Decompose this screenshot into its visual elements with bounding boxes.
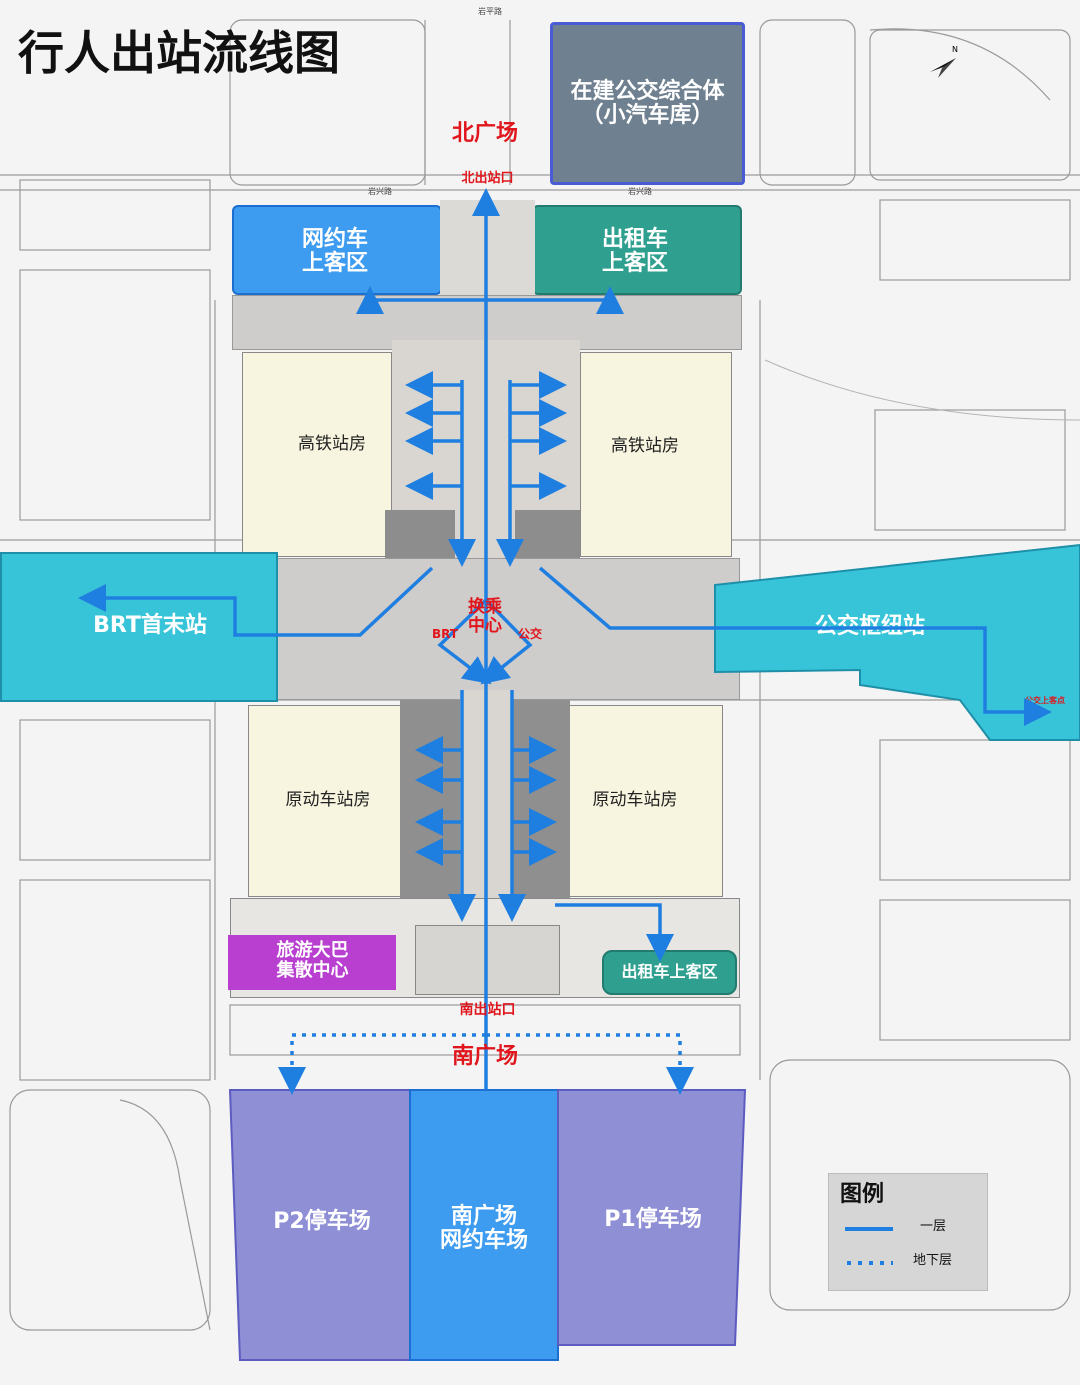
- legend-dotted-label: 地下层: [912, 1253, 952, 1268]
- legend-dotted-line-icon: [847, 1261, 893, 1265]
- road-label-top: 岩平路: [478, 7, 502, 16]
- hsr-station-west-zone: [242, 352, 392, 557]
- legend-title: 图例: [840, 1182, 885, 1207]
- road-label-right: 岩兴路: [628, 187, 652, 196]
- brt-tag: BRT: [431, 627, 459, 641]
- hsr-east-wing: [515, 510, 580, 560]
- bus-tag: 公交: [517, 627, 542, 641]
- emu-station-east-label: 原动车站房: [592, 790, 678, 810]
- north-exit-label: 北出站口: [461, 171, 514, 186]
- transfer-center-label: 换乘 中心: [468, 597, 502, 636]
- svg-text:N: N: [952, 45, 958, 54]
- legend-solid-label: 一层: [919, 1219, 946, 1234]
- south-plaza-label: 南广场: [451, 1044, 518, 1069]
- south-exit-label: 南出站口: [459, 1002, 516, 1018]
- legend-box: [828, 1173, 988, 1291]
- hsr-west-wing: [385, 510, 455, 560]
- taxi-pickup-north-label: 出租车 上客区: [601, 227, 668, 277]
- hsr-station-east-label: 高铁站房: [611, 436, 679, 456]
- road-label-left: 岩兴路: [368, 187, 392, 196]
- ride-hailing-pickup-label: 网约车 上客区: [301, 227, 368, 277]
- emu-station-west-label: 原动车站房: [285, 790, 371, 810]
- taxi-pickup-south-label: 出租车上客区: [621, 962, 718, 981]
- north-plaza-label: 北广场: [451, 121, 518, 146]
- emu-station-west-zone: [248, 705, 423, 897]
- hsr-station-east-zone: [580, 352, 732, 557]
- compass-icon: N: [930, 45, 958, 78]
- emu-station-east-zone: [555, 705, 723, 897]
- tour-bus-center-zone: [228, 935, 396, 990]
- page-title: 行人出站流线图: [18, 26, 340, 80]
- ride-hailing-pickup-zone: [232, 205, 442, 295]
- p2-parking-label: P2停车场: [273, 1209, 371, 1234]
- south-ride-hailing-parking-label: 南广场 网约车场: [439, 1204, 528, 1254]
- bus-complex-label: 在建公交综合体 （小汽车库）: [570, 79, 725, 129]
- tour-bus-center-label: 旅游大巴 集散中心: [276, 940, 349, 981]
- brt-terminal-label: BRT首末站: [93, 613, 207, 638]
- p1-parking-label: P1停车场: [604, 1207, 702, 1232]
- bus-complex-zone: [550, 22, 745, 185]
- taxi-pickup-north-zone: [532, 205, 742, 295]
- brt-terminal-zone: [0, 552, 278, 702]
- hsr-station-west-label: 高铁站房: [298, 434, 366, 454]
- legend-solid-line-icon: [845, 1227, 893, 1231]
